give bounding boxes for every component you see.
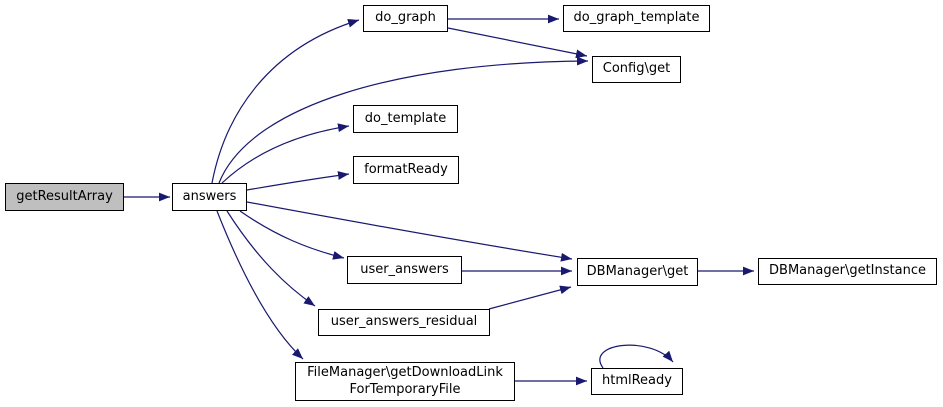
edge-answers-do_graph [211,19,360,184]
node-do-graph-template[interactable]: do_graph_template [563,5,710,32]
node-do-template[interactable]: do_template [353,105,458,133]
edge-answers-do_template [221,123,350,184]
node-filemanager-getdownloadlink[interactable]: FileManager\getDownloadLink ForTemporary… [295,362,515,401]
node-config-get[interactable]: Config\get [592,56,681,83]
edge-answers-dbmanager-get [246,201,573,262]
node-getresultarray: getResultArray [5,183,124,211]
edge-do_graph-config-get [447,27,588,59]
node-formatready[interactable]: formatReady [353,156,459,184]
edge-answers-user_answers [239,210,345,260]
node-dbmanager-getinstance[interactable]: DBManager\getInstance [758,258,937,285]
edge-user_answers_residual-dbmanager-get [488,285,572,310]
edge-answers-filemanager [216,210,304,360]
node-user-answers-residual[interactable]: user_answers_residual [318,309,490,336]
edge-answers-user_answers_residual [226,210,316,307]
node-answers[interactable]: answers [172,183,247,211]
node-do-graph[interactable]: do_graph [363,5,448,32]
node-dbmanager-get[interactable]: DBManager\get [577,258,698,286]
node-htmlready[interactable]: htmlReady [591,368,683,395]
edge-answers-formatready [246,171,350,191]
node-user-answers[interactable]: user_answers [347,256,462,284]
edge-htmlready-self-loop [599,344,674,369]
